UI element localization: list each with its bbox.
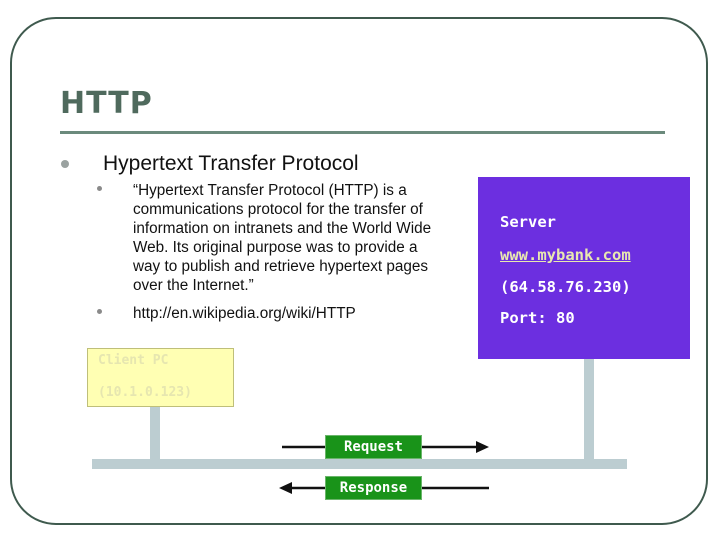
client-label: Client PC — [98, 353, 169, 368]
title-divider — [60, 131, 665, 134]
client-box: Client PC (10.1.0.123) — [87, 348, 234, 407]
wikipedia-link[interactable]: http://en.wikipedia.org/wiki/HTTP — [133, 305, 356, 322]
server-url[interactable]: www.mybank.com — [500, 246, 631, 264]
sub-bullet-dot-icon — [97, 309, 102, 314]
main-bullet-text: Hypertext Transfer Protocol — [103, 152, 359, 175]
network-line — [92, 459, 627, 469]
server-label: Server — [500, 213, 556, 231]
server-box: Server www.mybank.com (64.58.76.230) Por… — [478, 177, 690, 359]
response-label: Response — [325, 476, 422, 500]
bullet-dot-icon — [61, 160, 69, 168]
definition-quote: “Hypertext Transfer Protocol (HTTP) is a… — [133, 182, 432, 294]
server-port: Port: 80 — [500, 309, 575, 327]
server-ip: (64.58.76.230) — [500, 278, 631, 296]
slide-title: HTTP — [60, 86, 153, 121]
client-ip: (10.1.0.123) — [98, 385, 192, 400]
client-connector-line — [150, 406, 160, 466]
server-connector-line — [584, 359, 594, 466]
sub-bullet-dot-icon — [97, 186, 102, 191]
slide-frame — [10, 17, 708, 525]
request-label: Request — [325, 435, 422, 459]
